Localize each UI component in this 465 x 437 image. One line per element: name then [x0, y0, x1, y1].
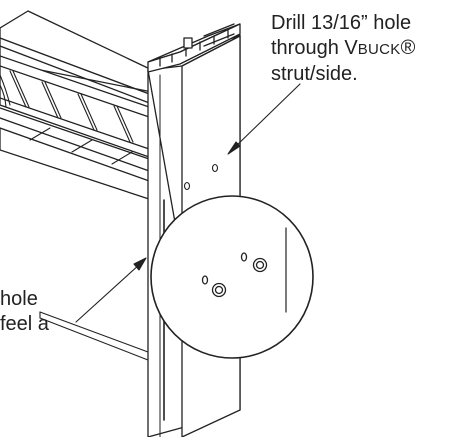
drill-instruction-callout: Drill 13/16” hole through VBUCK® strut/s… [271, 11, 415, 87]
leader-arrows [75, 83, 301, 323]
drilled-holes [183, 163, 219, 191]
detail-magnifier [150, 195, 314, 359]
drill-instruction-line-2-prefix: through V [271, 37, 358, 59]
drill-instruction-line-1: Drill 13/16” hole [271, 12, 412, 34]
rack-rungs [0, 70, 134, 165]
partial-left-line-2: feel a [0, 313, 49, 335]
partial-left-callout: hole feel a [0, 287, 49, 337]
lower-rail [39, 311, 151, 369]
drill-instruction-registered-mark: ® [400, 37, 416, 59]
drill-instruction-brand-smallcaps: BUCK [357, 41, 401, 58]
partial-left-line-1: hole [0, 288, 38, 310]
drill-instruction-line-3: strut/side. [271, 63, 358, 85]
drill-instruction-line-2: through VBUCK® [271, 36, 415, 62]
rack-frame [0, 10, 153, 201]
